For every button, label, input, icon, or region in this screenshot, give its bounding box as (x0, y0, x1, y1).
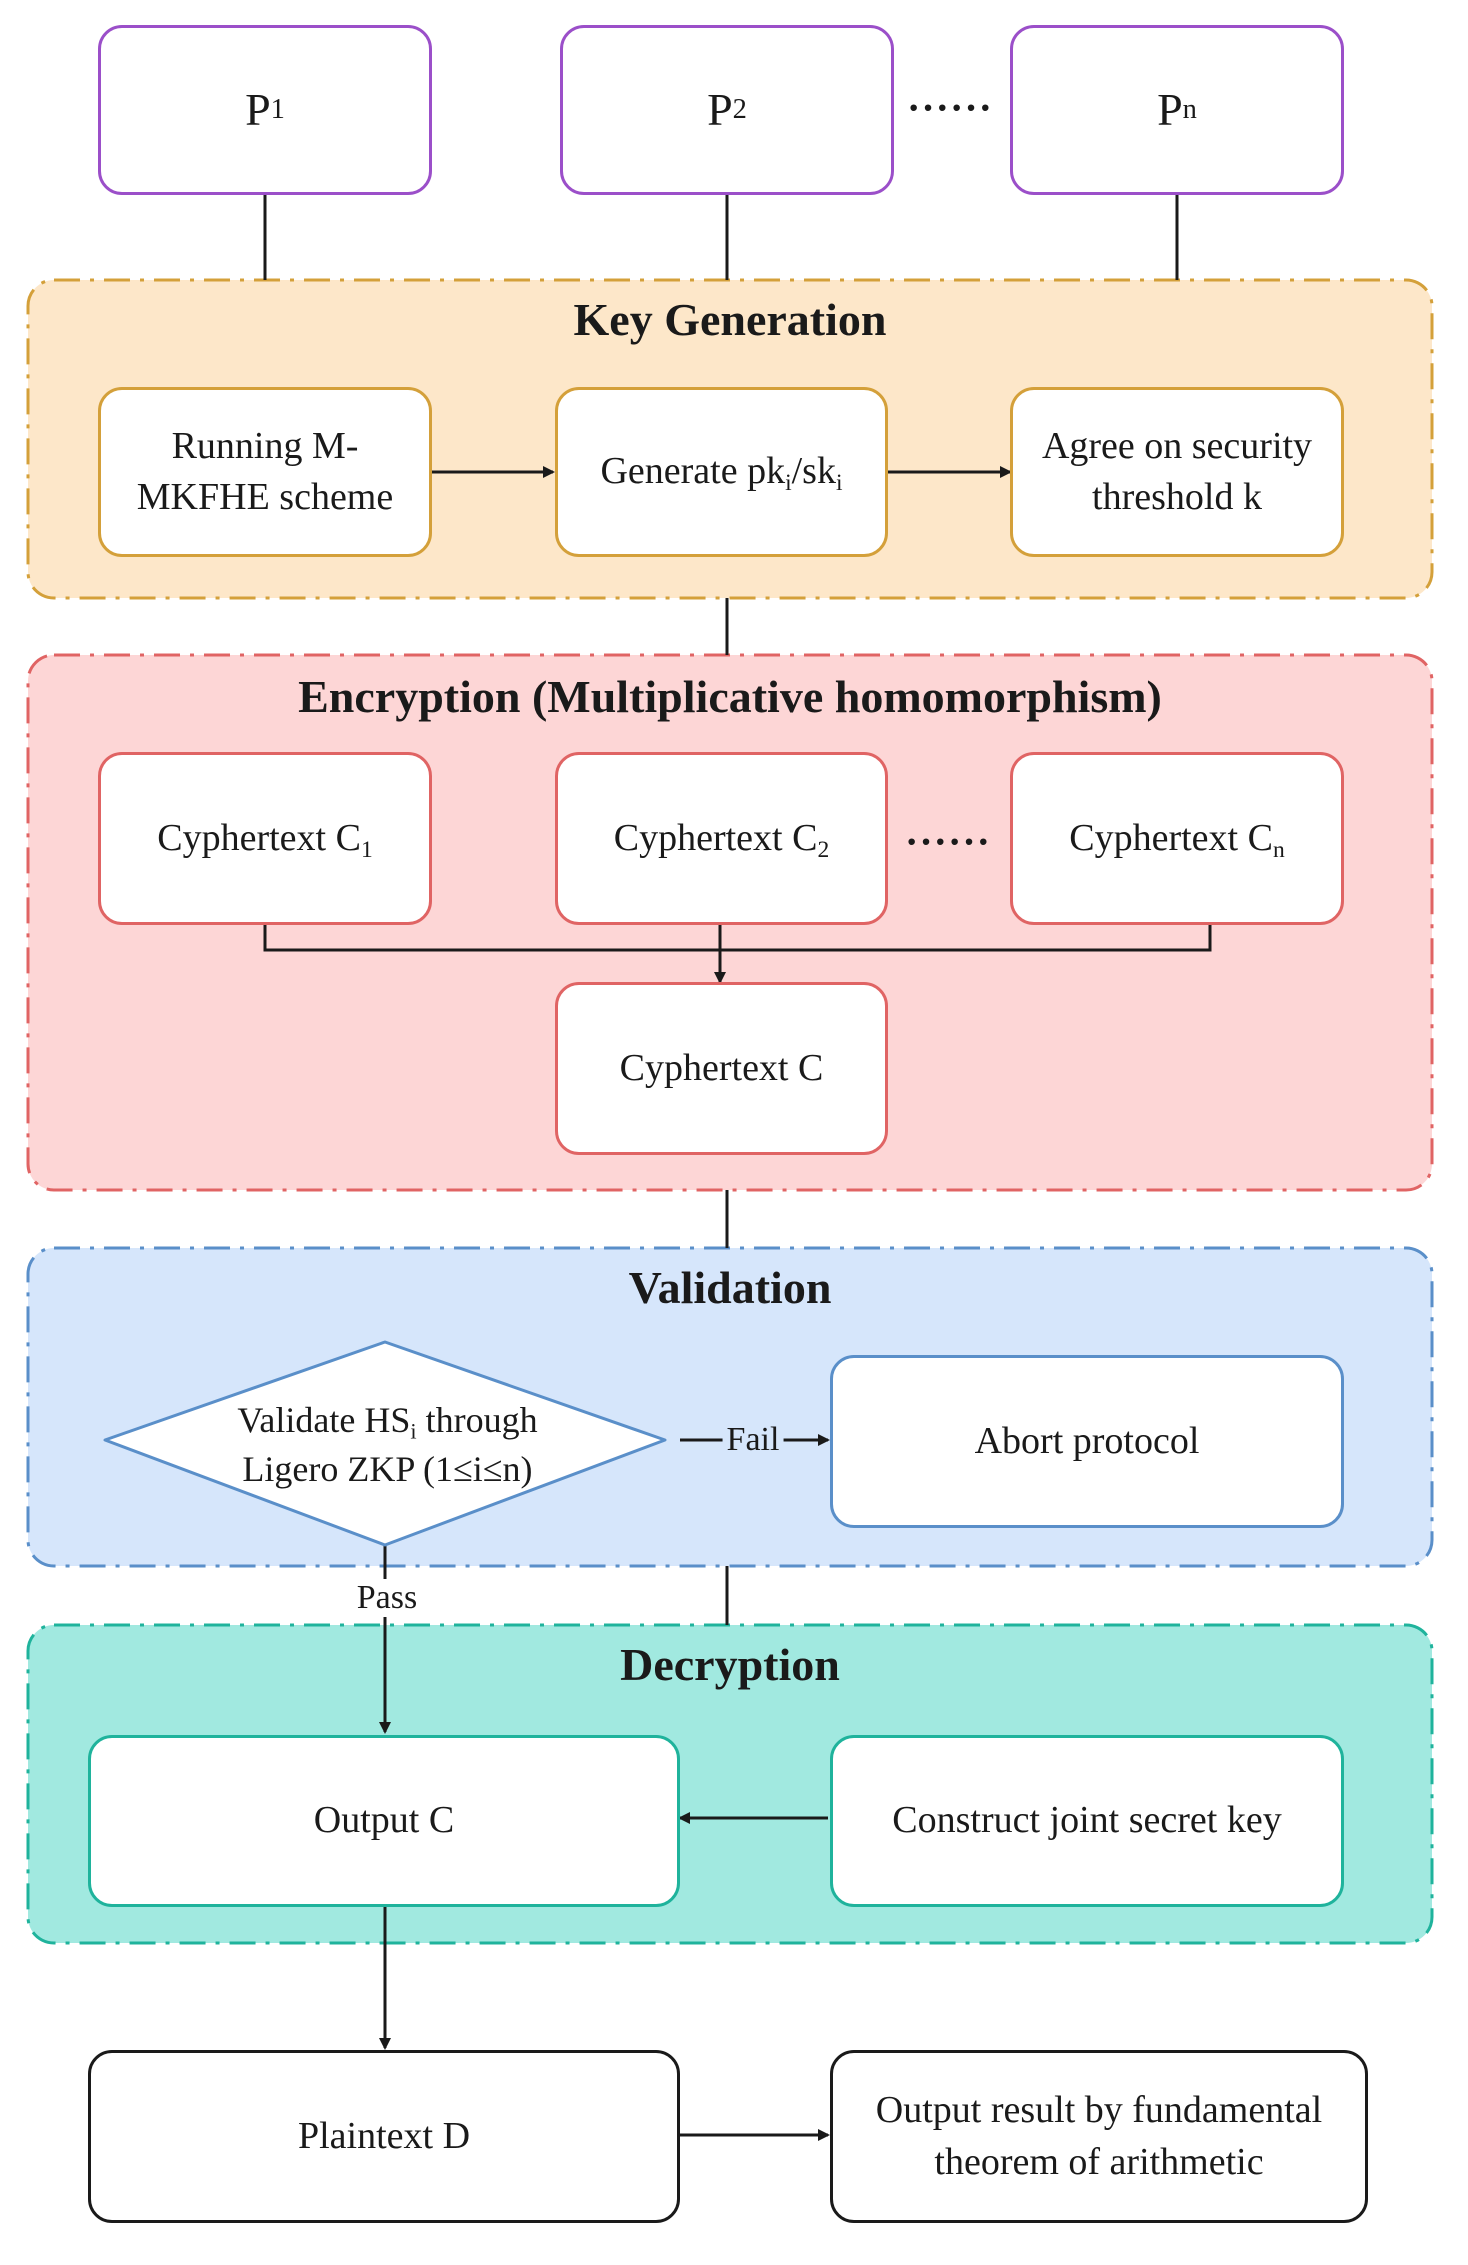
plaintext-d-box: Plaintext D (88, 2050, 680, 2223)
validate-diamond-label: Validate HSi through Ligero ZKP (1≤i≤n) (237, 1400, 538, 1489)
run-scheme-box: Running M-MKFHE scheme (98, 387, 432, 557)
cyphertext-c2-box: Cyphertext C2 (555, 752, 888, 925)
generate-keys-box: Generate pki/ski (555, 387, 888, 557)
agree-threshold-box: Agree on security threshold k (1010, 387, 1344, 557)
output-result-box: Output result by fundamental theorem of … (830, 2050, 1368, 2223)
cyphertext-c-box: Cyphertext C (555, 982, 888, 1155)
cyphertext-c1-box: Cyphertext C1 (98, 752, 432, 925)
validation-title: Validation (628, 1262, 832, 1313)
parties-ellipsis: ······ (906, 85, 994, 130)
keygen-title: Key Generation (573, 294, 887, 345)
decryption-title: Decryption (620, 1639, 840, 1690)
cyphertext-cn-box: Cyphertext Cn (1010, 752, 1344, 925)
construct-key-box: Construct joint secret key (830, 1735, 1344, 1907)
encryption-title: Encryption (Multiplicative homomorphism) (298, 671, 1162, 722)
cyphertext-ellipsis: ······ (904, 819, 992, 864)
pass-label: Pass (352, 1579, 422, 1617)
output-c-box: Output C (88, 1735, 680, 1907)
fail-label: Fail (722, 1423, 784, 1457)
abort-protocol-box: Abort protocol (830, 1355, 1344, 1528)
c1-merge-line (263, 925, 1212, 952)
validate-diamond (103, 1340, 667, 1547)
